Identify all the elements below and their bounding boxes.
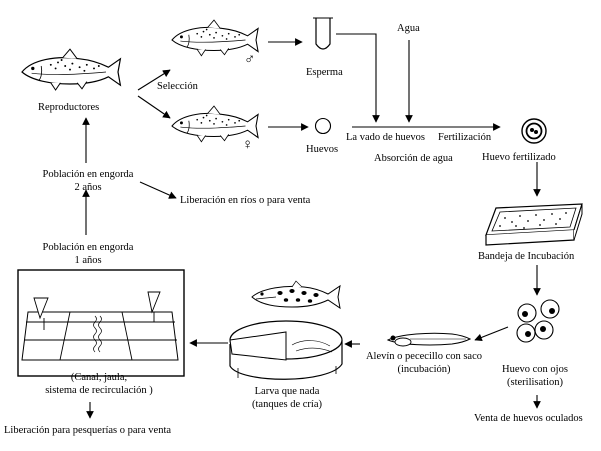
label-larva-line2: (tanques de cría)	[252, 399, 322, 410]
broodstock-fish	[21, 48, 122, 91]
label-poblacion-2-line2: 2 años	[74, 182, 102, 193]
label-huevo-fertilizado: Huevo fertilizado	[482, 152, 556, 163]
label-seleccion: Selección	[157, 81, 198, 92]
label-huevos: Huevos	[306, 144, 339, 155]
label-alevin: Alevín o pececillo con saco (incubación)	[360, 350, 488, 376]
label-absorcion: Absorción de agua	[374, 153, 453, 164]
label-canal-line1: (Canal, jaula,	[70, 372, 128, 383]
label-larva: Larva que nada (tanques de cría)	[244, 385, 330, 411]
label-canal: (Canal, jaula, sistema de recirculación …	[34, 371, 164, 397]
label-poblacion-2: Población en engorda 2 años	[36, 168, 140, 194]
fertilized-egg-icon	[521, 118, 547, 144]
label-reproductores: Reproductores	[38, 102, 100, 113]
label-alevin-line2: (incubación)	[397, 364, 451, 375]
alevin-icon	[386, 332, 472, 347]
label-huevo-con-ojos-line2: (sterilisation)	[507, 377, 563, 388]
label-bandeja: Bandeja de Incubación	[478, 251, 575, 262]
flow-arrows	[82, 33, 541, 419]
egg-icon	[314, 117, 332, 135]
label-liberacion-rios: Liberación en ríos o para venta	[180, 195, 311, 206]
female-symbol: ♀	[242, 137, 254, 153]
label-larva-line1: Larva que nada	[254, 386, 320, 397]
incubation-tray-icon	[485, 203, 583, 246]
label-lavado: La vado de huevos	[346, 132, 426, 143]
male-symbol: ♂	[244, 52, 256, 68]
sperm-tube-icon	[313, 17, 333, 50]
swimming-larva-fish	[251, 280, 341, 310]
label-esperma: Esperma	[306, 67, 343, 78]
label-huevo-con-ojos: Huevo con ojos (sterilisation)	[494, 363, 576, 389]
label-poblacion-1-line2: 1 años	[74, 255, 102, 266]
label-alevin-line1: Alevín o pececillo con saco	[365, 351, 483, 362]
label-huevo-con-ojos-line1: Huevo con ojos	[502, 364, 568, 375]
label-venta-huevos: Venta de huevos oculados	[474, 413, 583, 424]
eyed-eggs-icon	[516, 299, 560, 343]
label-agua: Agua	[397, 23, 420, 34]
label-poblacion-1: Población en engorda 1 años	[36, 241, 140, 267]
growout-system-icon	[17, 269, 185, 377]
label-liberacion-pesquerias: Liberación para pesquerías o para venta	[4, 425, 172, 436]
male-fish	[171, 19, 259, 57]
label-poblacion-2-line1: Población en engorda	[42, 169, 134, 180]
rearing-tank-icon	[229, 320, 343, 380]
label-poblacion-1-line1: Población en engorda	[42, 242, 134, 253]
label-canal-line2: sistema de recirculación )	[45, 385, 153, 396]
label-fertilizacion: Fertilización	[438, 132, 492, 143]
